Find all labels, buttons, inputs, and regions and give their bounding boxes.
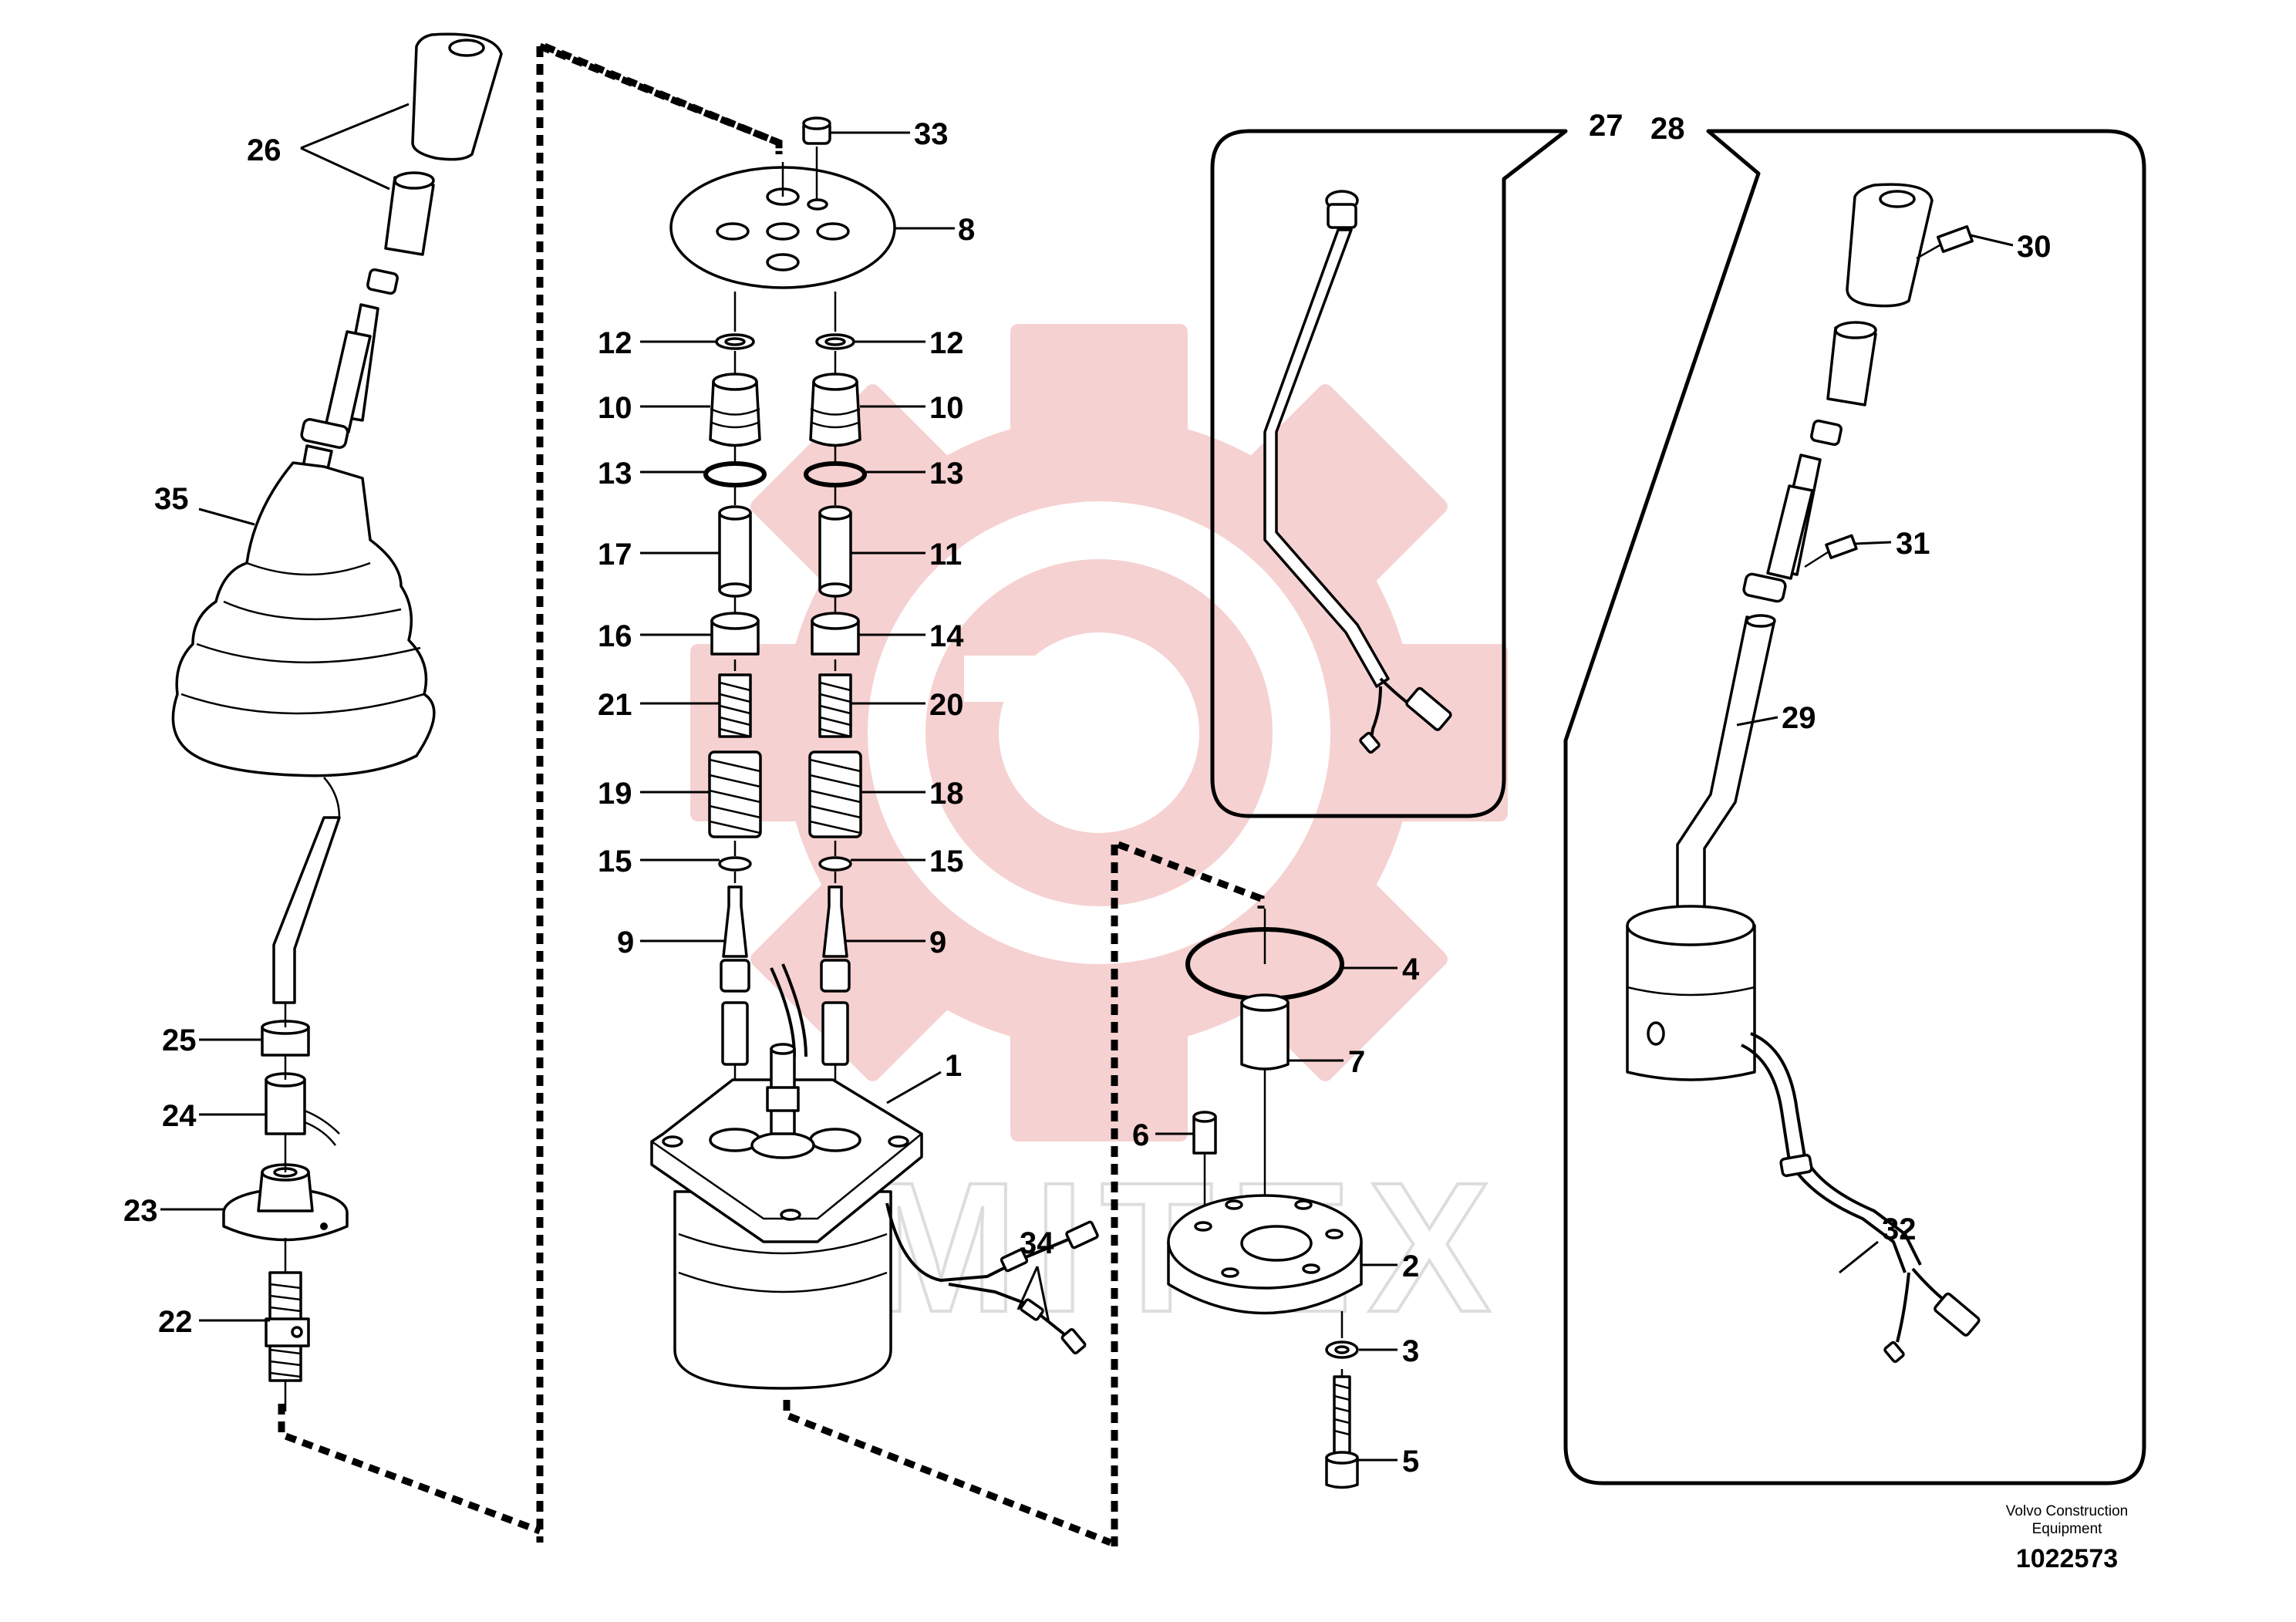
callout-21: 21 [598, 688, 632, 722]
callout-13-left: 13 [598, 457, 632, 491]
small-ring [366, 268, 399, 295]
part-20-spring [818, 673, 852, 738]
part-13-oring-left [703, 461, 767, 487]
callout-1: 1 [945, 1049, 962, 1083]
dashed-separator-left [538, 42, 783, 154]
footer-drawing-number: 1022573 [2016, 1544, 2118, 1573]
part-10-plug-left [709, 380, 761, 447]
callout-26: 26 [247, 133, 282, 167]
footer-company-line2: Equipment [2032, 1521, 2103, 1537]
callout-14: 14 [929, 619, 964, 653]
part-15-washer-right [818, 856, 852, 872]
callout-5: 5 [1402, 1445, 1419, 1479]
callout-6: 6 [1132, 1118, 1149, 1152]
callout-4: 4 [1402, 953, 1420, 986]
pilot-valve-assembly [650, 116, 1099, 1390]
callout-12-left: 12 [598, 326, 632, 360]
part-24-sleeve [265, 1078, 306, 1135]
callout-31: 31 [1896, 527, 1930, 561]
callout-15-right: 15 [929, 845, 964, 878]
grip-top-hole [448, 39, 485, 57]
part-17-sleeve [718, 511, 752, 592]
dashed-separator-mid-top [1117, 841, 1265, 909]
mounting-parts [1167, 909, 1363, 1489]
part-10-plug-right [809, 380, 861, 447]
callout-labels: 26 35 25 24 23 22 33 8 12 12 10 10 13 13… [123, 109, 2052, 1479]
part-34-harness [885, 1202, 1073, 1336]
part-1-valve-body [673, 1190, 892, 1390]
callout-28: 28 [1650, 112, 1685, 146]
footer-block: Volvo Construction Equipment 1022573 [2006, 1503, 2128, 1573]
callout-13-right: 13 [929, 457, 964, 491]
callout-10-left: 10 [598, 391, 632, 425]
dashed-separator-bottom-left [278, 1404, 541, 1535]
part-13-oring-right [804, 461, 867, 487]
joystick-assembly-left [171, 32, 503, 1411]
callout-22: 22 [158, 1305, 193, 1339]
part-9-pusher-right [822, 885, 848, 958]
callout-27: 27 [1589, 109, 1623, 143]
callout-12-right: 12 [929, 326, 964, 360]
part-9-pusher-left [722, 885, 748, 958]
callout-3: 3 [1402, 1334, 1419, 1368]
callout-35: 35 [154, 482, 189, 516]
footer-company-line1: Volvo Construction [2006, 1503, 2128, 1519]
callout-10-right: 10 [929, 391, 964, 425]
dashed-separator-bottom-mid [783, 1400, 1112, 1546]
callout-9-left: 9 [617, 926, 634, 959]
part-5-bolt [1333, 1375, 1351, 1459]
callout-15-left: 15 [598, 845, 632, 878]
callout-9-right: 9 [929, 926, 946, 959]
part-11-sleeve [818, 511, 852, 592]
callout-18: 18 [929, 777, 964, 811]
callout-34: 34 [1020, 1226, 1054, 1260]
handle-grip [411, 32, 503, 161]
callout-7: 7 [1348, 1045, 1365, 1079]
callout-19: 19 [598, 777, 632, 811]
part-18-spring [808, 750, 862, 838]
callout-32: 32 [1882, 1212, 1917, 1246]
callout-16: 16 [598, 619, 632, 653]
part-15-washer-left [718, 856, 752, 872]
callout-29: 29 [1782, 701, 1816, 735]
lever-cable [272, 816, 341, 1004]
callout-33: 33 [914, 117, 949, 151]
callout-17: 17 [598, 538, 632, 572]
inset-box-28 [1563, 129, 2146, 1485]
part-7-bushing [1240, 1001, 1290, 1071]
dashed-separator-left-path [543, 42, 783, 154]
adapter-top [393, 171, 435, 190]
part-29-base [1626, 924, 1756, 1081]
leader-lines [160, 103, 2014, 1462]
callout-8: 8 [958, 213, 975, 247]
callout-20: 20 [929, 688, 964, 722]
callout-23: 23 [123, 1194, 158, 1228]
inset-27-cable [1263, 190, 1452, 754]
part-29-tube [1676, 615, 1775, 927]
callout-24: 24 [162, 1099, 197, 1133]
shaft-collar [300, 418, 349, 449]
watermark-gear-logo [690, 324, 1508, 1141]
part-21-spring [718, 673, 752, 738]
callout-25: 25 [162, 1023, 197, 1057]
callout-2: 2 [1402, 1249, 1419, 1283]
inset-box-27 [1210, 129, 1568, 818]
grip-28 [1846, 183, 1934, 308]
callout-11: 11 [929, 538, 962, 572]
part-19-spring [708, 750, 762, 838]
inset-28-handle-assembly [1626, 183, 1981, 1364]
callout-30: 30 [2017, 230, 2052, 264]
